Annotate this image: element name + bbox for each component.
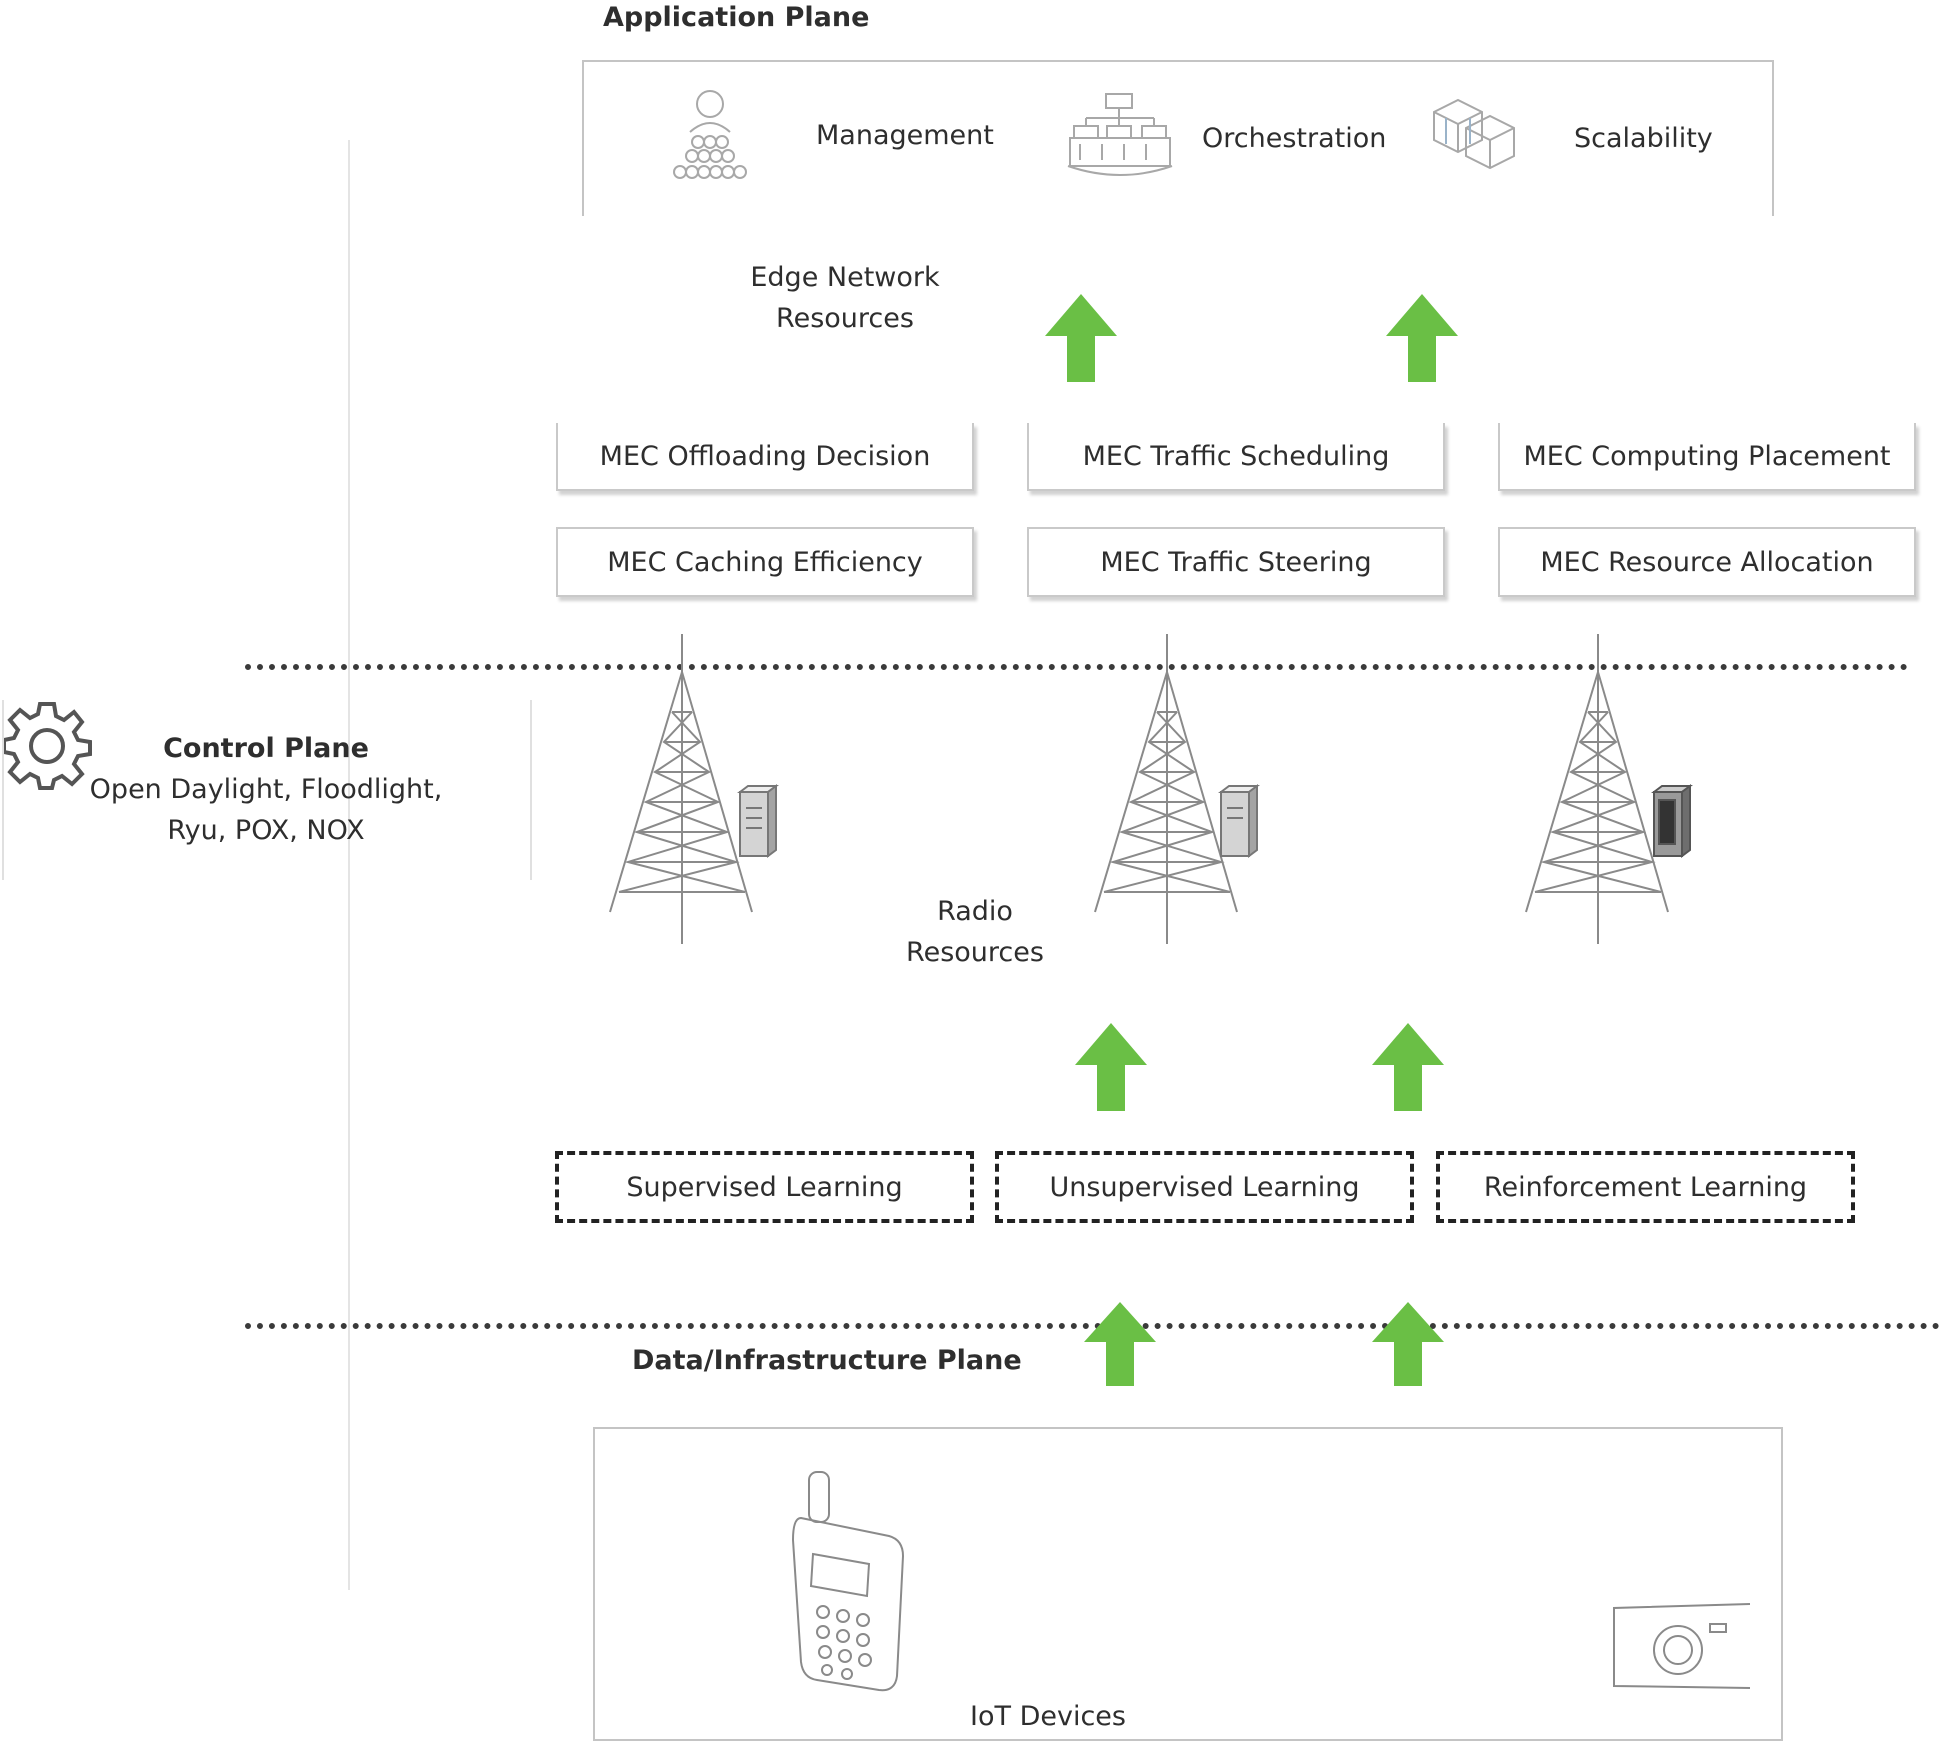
scalability-label: Scalability <box>1574 123 1713 154</box>
radio-resources-line2: Resources <box>906 937 1044 968</box>
gear-icon <box>1 702 92 790</box>
orchestration-label: Orchestration <box>1202 123 1387 154</box>
mec-resource-allocation-box: MEC Resource Allocation <box>1498 527 1916 597</box>
mec-offloading-decision-box: MEC Offloading Decision <box>556 423 974 491</box>
control-plane-controllers-line2: Ryu, POX, NOX <box>167 815 365 846</box>
management-icon <box>673 90 747 179</box>
up-arrow-icon <box>1045 294 1117 382</box>
application-plane-title: Application Plane <box>603 2 870 33</box>
up-arrow-icon <box>1372 1302 1444 1386</box>
mec-caching-efficiency-box: MEC Caching Efficiency <box>556 527 974 597</box>
mec-computing-placement-box: MEC Computing Placement <box>1498 423 1916 491</box>
up-arrow-icon <box>1372 1023 1444 1111</box>
upper-plane-divider <box>245 664 1908 670</box>
control-plane-right-border <box>530 700 532 880</box>
left-guide-line <box>348 140 350 1590</box>
unsupervised-learning-box: Unsupervised Learning <box>995 1151 1414 1223</box>
camera-icon <box>1613 1603 1751 1689</box>
radio-resources-line1: Radio <box>937 896 1013 927</box>
iot-devices-box <box>593 1427 1783 1741</box>
edge-resources-line2: Resources <box>776 303 914 334</box>
management-label: Management <box>816 120 994 151</box>
up-arrow-icon <box>1386 294 1458 382</box>
data-plane-title: Data/Infrastructure Plane <box>632 1345 1022 1376</box>
lower-plane-divider <box>245 1323 1940 1329</box>
cell-tower-icon <box>609 634 779 944</box>
application-plane-box <box>582 60 1774 216</box>
mobile-phone-icon <box>791 1471 905 1692</box>
control-plane-title: Control Plane <box>163 733 369 764</box>
mec-traffic-scheduling-box: MEC Traffic Scheduling <box>1027 423 1445 491</box>
supervised-learning-box: Supervised Learning <box>555 1151 974 1223</box>
reinforcement-learning-box: Reinforcement Learning <box>1436 1151 1855 1223</box>
mec-traffic-steering-box: MEC Traffic Steering <box>1027 527 1445 597</box>
edge-resources-line1: Edge Network <box>750 262 940 293</box>
up-arrow-icon <box>1084 1302 1156 1386</box>
orchestration-icon <box>1067 93 1173 176</box>
scalability-icon <box>1433 98 1515 170</box>
control-plane-controllers-line1: Open Daylight, Floodlight, <box>89 774 443 805</box>
iot-devices-label: IoT Devices <box>970 1701 1126 1732</box>
cell-tower-icon <box>1094 634 1260 944</box>
up-arrow-icon <box>1075 1023 1147 1111</box>
cell-tower-icon <box>1525 634 1693 944</box>
control-plane-left-border <box>2 700 4 880</box>
